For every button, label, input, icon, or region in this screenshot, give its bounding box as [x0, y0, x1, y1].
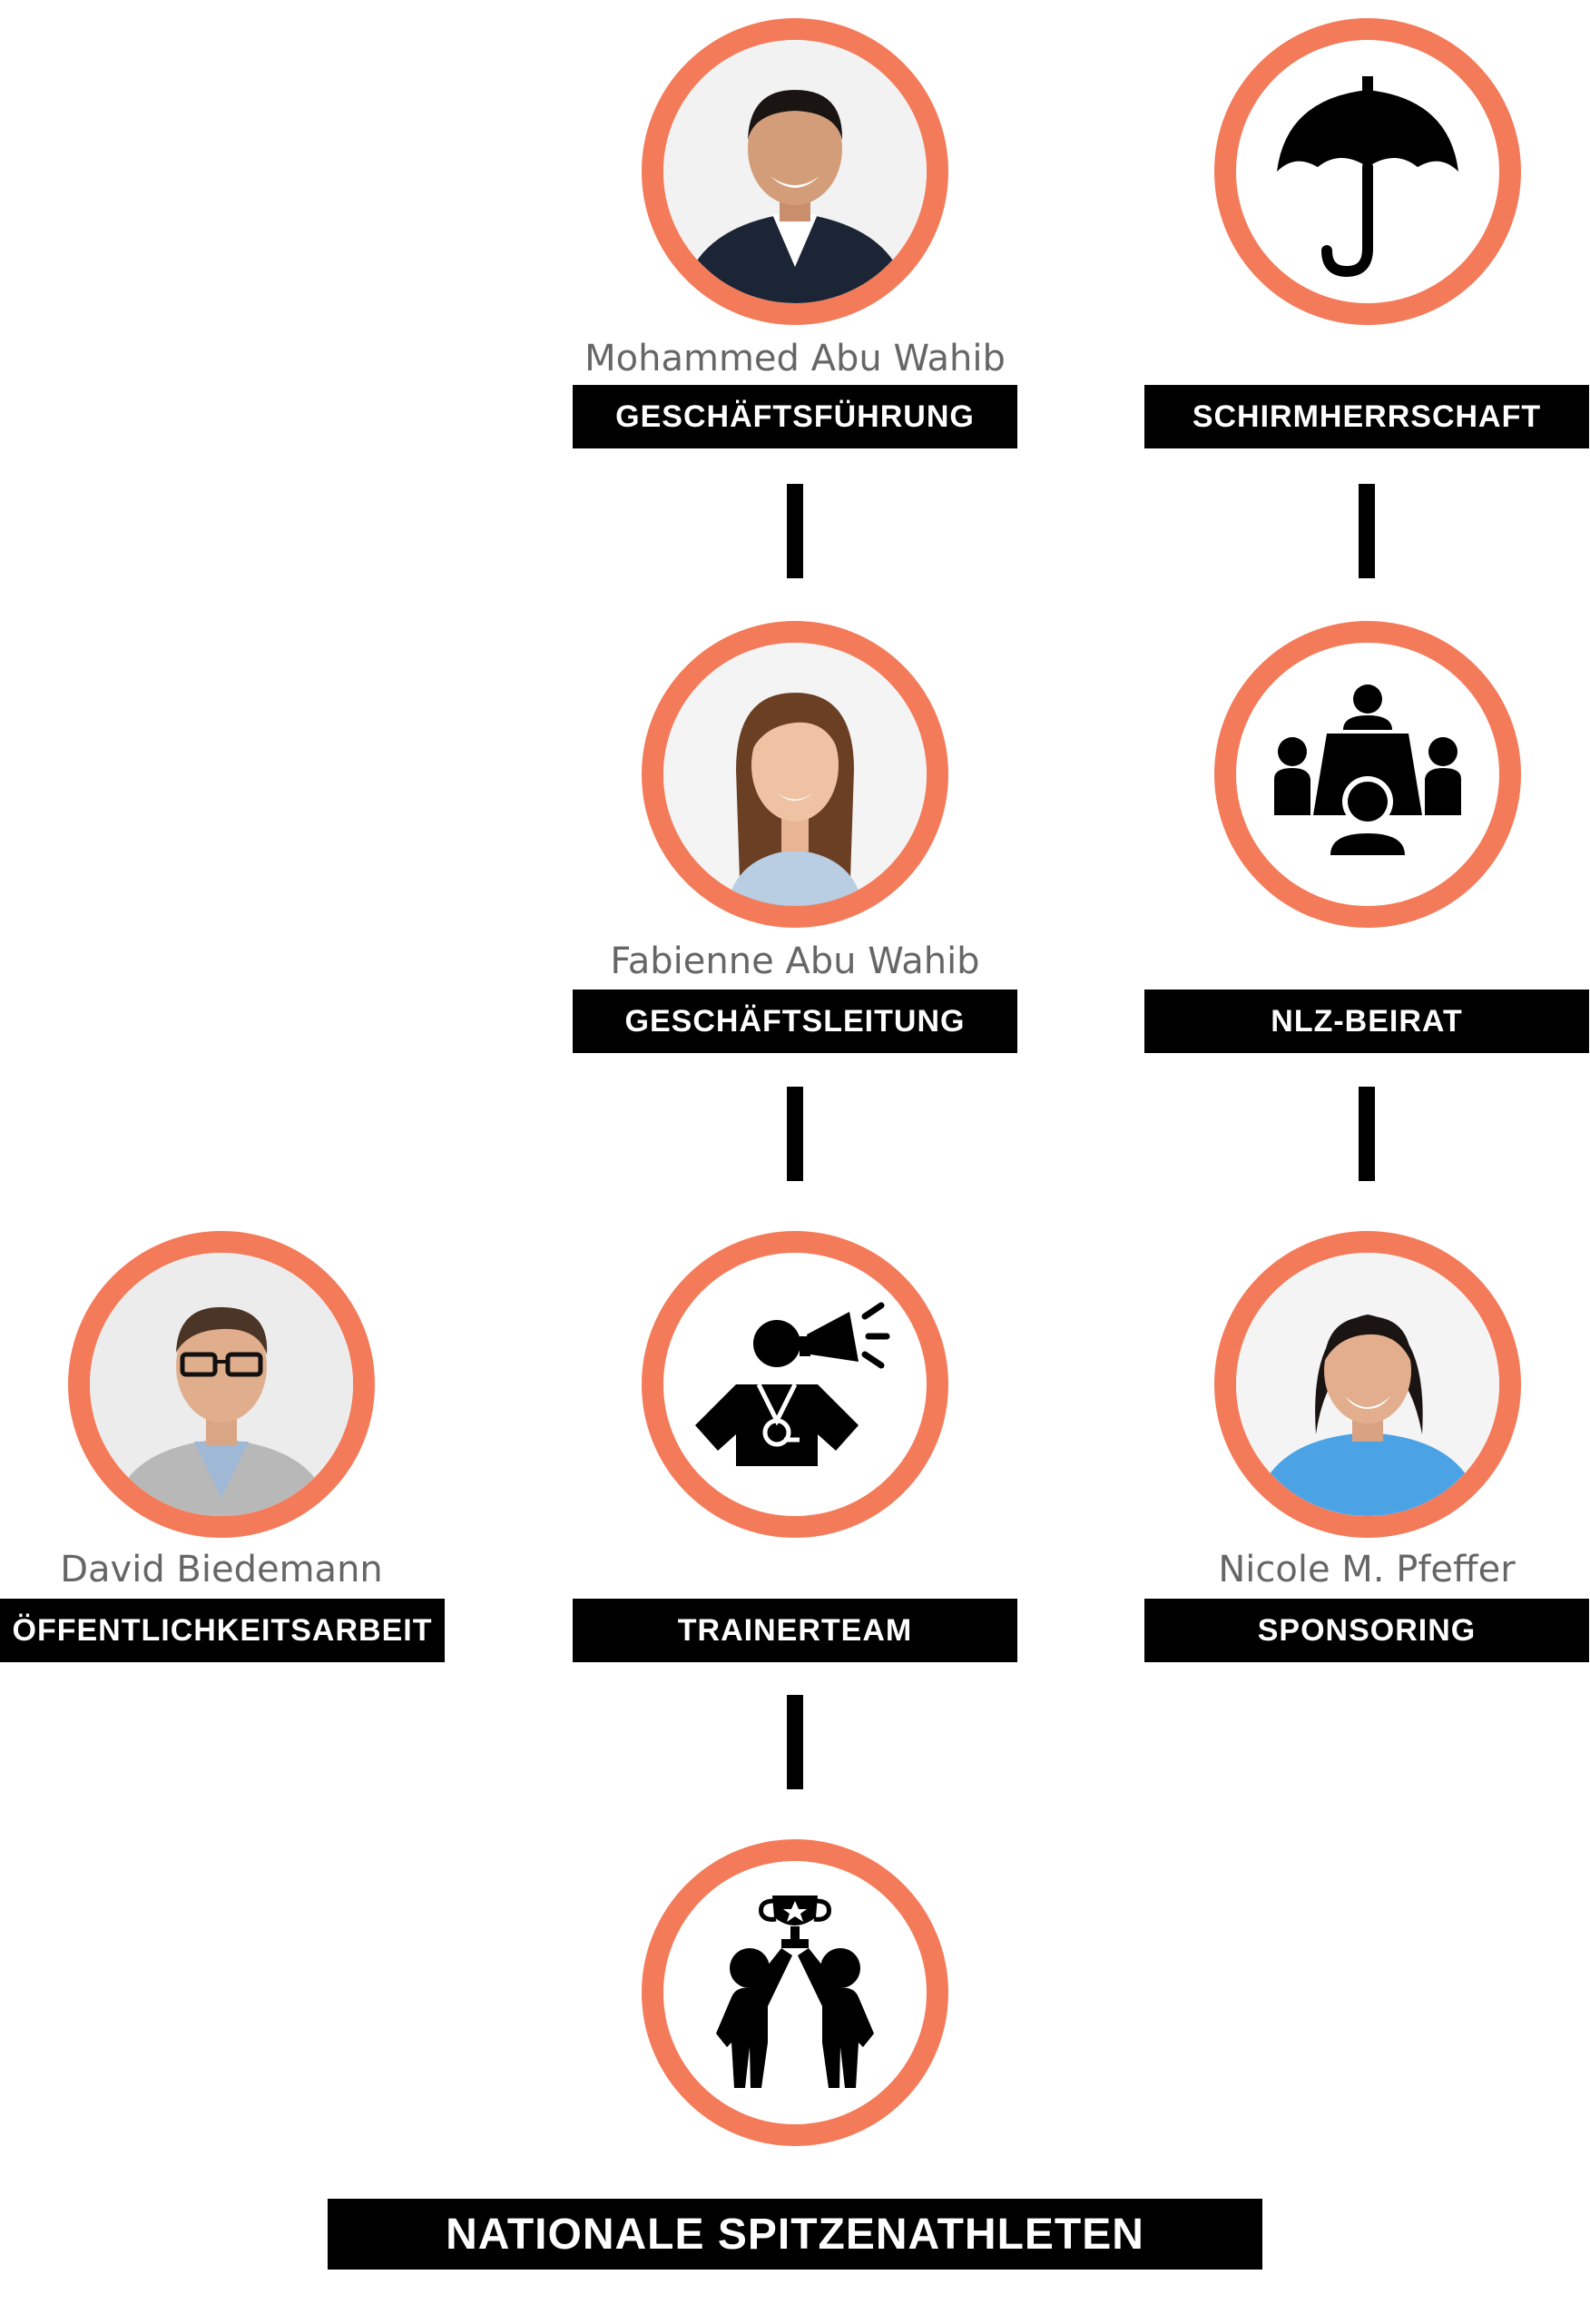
role-label-trainerteam: TRAINERTEAM [573, 1599, 1017, 1662]
meeting-icon [1274, 684, 1461, 859]
trophy-athletes-icon [716, 1896, 874, 2088]
umbrella-circle [1214, 18, 1521, 325]
person-photo-icon [663, 40, 927, 303]
role-label-geschaeftsfuehrung: GESCHÄFTSFÜHRUNG [573, 385, 1017, 448]
role-label-sponsoring: SPONSORING [1144, 1599, 1589, 1662]
role-label-oeffentlichkeitsarbeit: ÖFFENTLICHKEITSARBEIT [0, 1599, 445, 1662]
umbrella-icon [1277, 76, 1458, 278]
avatar-fabienne-abu-wahib [642, 621, 948, 928]
role-label-nlz-beirat: NLZ-BEIRAT [1144, 990, 1589, 1053]
coach-circle [642, 1231, 948, 1538]
person-photo-icon [90, 1253, 353, 1516]
avatar-mohammed-abu-wahib [642, 18, 948, 325]
person-name: Mohammed Abu Wahib [584, 338, 1006, 379]
meeting-circle [1214, 621, 1521, 928]
role-label-schirmherrschaft: SCHIRMHERRSCHAFT [1144, 385, 1589, 448]
role-label-geschaeftsleitung: GESCHÄFTSLEITUNG [573, 990, 1017, 1053]
connector-line [787, 484, 803, 578]
person-name: Fabienne Abu Wahib [610, 940, 980, 982]
person-photo-icon [1236, 1253, 1499, 1516]
avatar-nicole-m-pfeffer [1214, 1231, 1521, 1538]
role-label-nationale-spitzenathleten: NATIONALE SPITZENATHLETEN [328, 2199, 1262, 2270]
person-name: David Biedemann [60, 1549, 383, 1590]
connector-line [1359, 484, 1375, 578]
connector-line [787, 1695, 803, 1789]
person-photo-icon [663, 643, 927, 906]
connector-line [1359, 1087, 1375, 1181]
person-name: Nicole M. Pfeffer [1218, 1549, 1516, 1590]
athletes-circle [642, 1839, 948, 2146]
coach-megaphone-icon [695, 1302, 890, 1466]
avatar-david-biedemann [68, 1231, 375, 1538]
connector-line [787, 1087, 803, 1181]
